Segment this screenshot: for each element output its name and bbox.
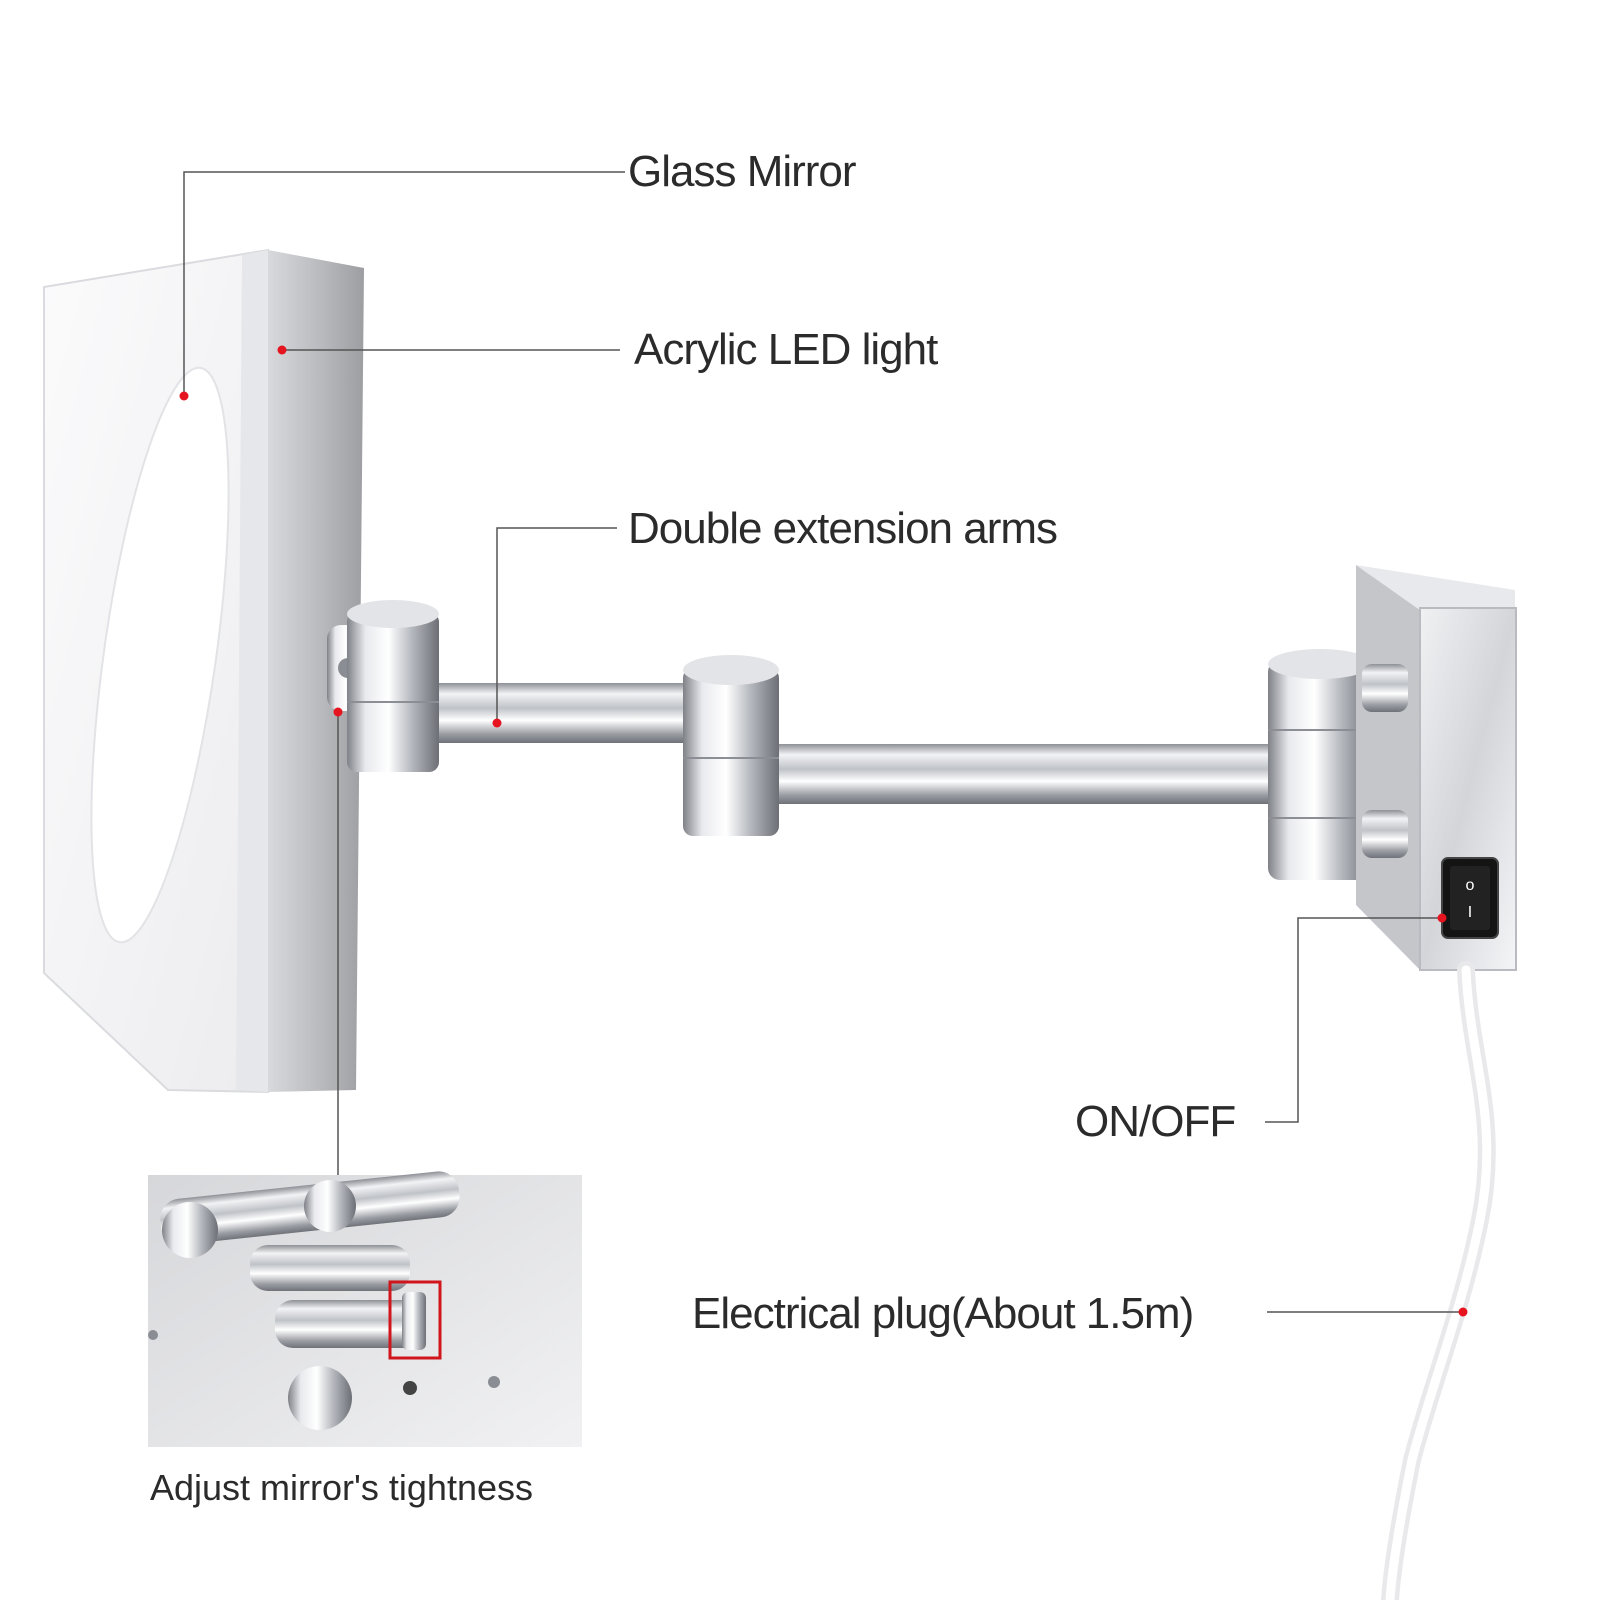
label-double-extension-arms: Double extension arms (628, 504, 1058, 553)
callout-dot-icon (179, 391, 189, 401)
callout-line-on-off (1265, 917, 1442, 1123)
tightness-highlight-box (388, 1280, 442, 1360)
callout-dots (179, 345, 1468, 1317)
inset-caption: Adjust mirror's tightness (150, 1467, 533, 1508)
callout-line-glass-mirror (183, 171, 625, 396)
label-electrical-plug: Electrical plug(About 1.5m) (692, 1289, 1194, 1338)
label-glass-mirror: Glass Mirror (628, 147, 857, 196)
hinge-bottom (1362, 810, 1408, 858)
mirror (43, 248, 364, 1094)
callout-dot-icon (492, 718, 502, 728)
callout-line-extension-arms (496, 527, 617, 723)
label-acrylic-led-light: Acrylic LED light (634, 325, 938, 374)
mirror-led-strip (236, 250, 268, 1092)
switch-symbol-on: I (1468, 904, 1472, 921)
arm-joint-2 (683, 668, 779, 836)
callout-lines (183, 171, 1463, 1313)
wall-plate: o I (1356, 565, 1517, 971)
arm-joint-1 (347, 612, 439, 772)
hinge-top (1362, 664, 1408, 712)
wall-plate-top (1356, 565, 1515, 612)
extension-arm-assembly (327, 600, 1372, 880)
inset-detail (148, 1171, 582, 1447)
arm-segment-2 (760, 744, 1280, 804)
arm-joint-3 (1268, 660, 1372, 880)
wall-plate-side (1356, 565, 1420, 970)
glass-mirror-oval (90, 366, 230, 944)
mirror-led-edge (268, 250, 364, 1092)
label-on-off: ON/OFF (1075, 1097, 1236, 1146)
callout-dot-icon (277, 345, 287, 355)
callout-dot-icon (333, 707, 343, 717)
switch-symbol-off: o (1466, 877, 1475, 894)
callout-dot-icon (1437, 913, 1447, 923)
arm-segment-1 (425, 683, 705, 743)
callout-dot-icon (1458, 1307, 1468, 1317)
